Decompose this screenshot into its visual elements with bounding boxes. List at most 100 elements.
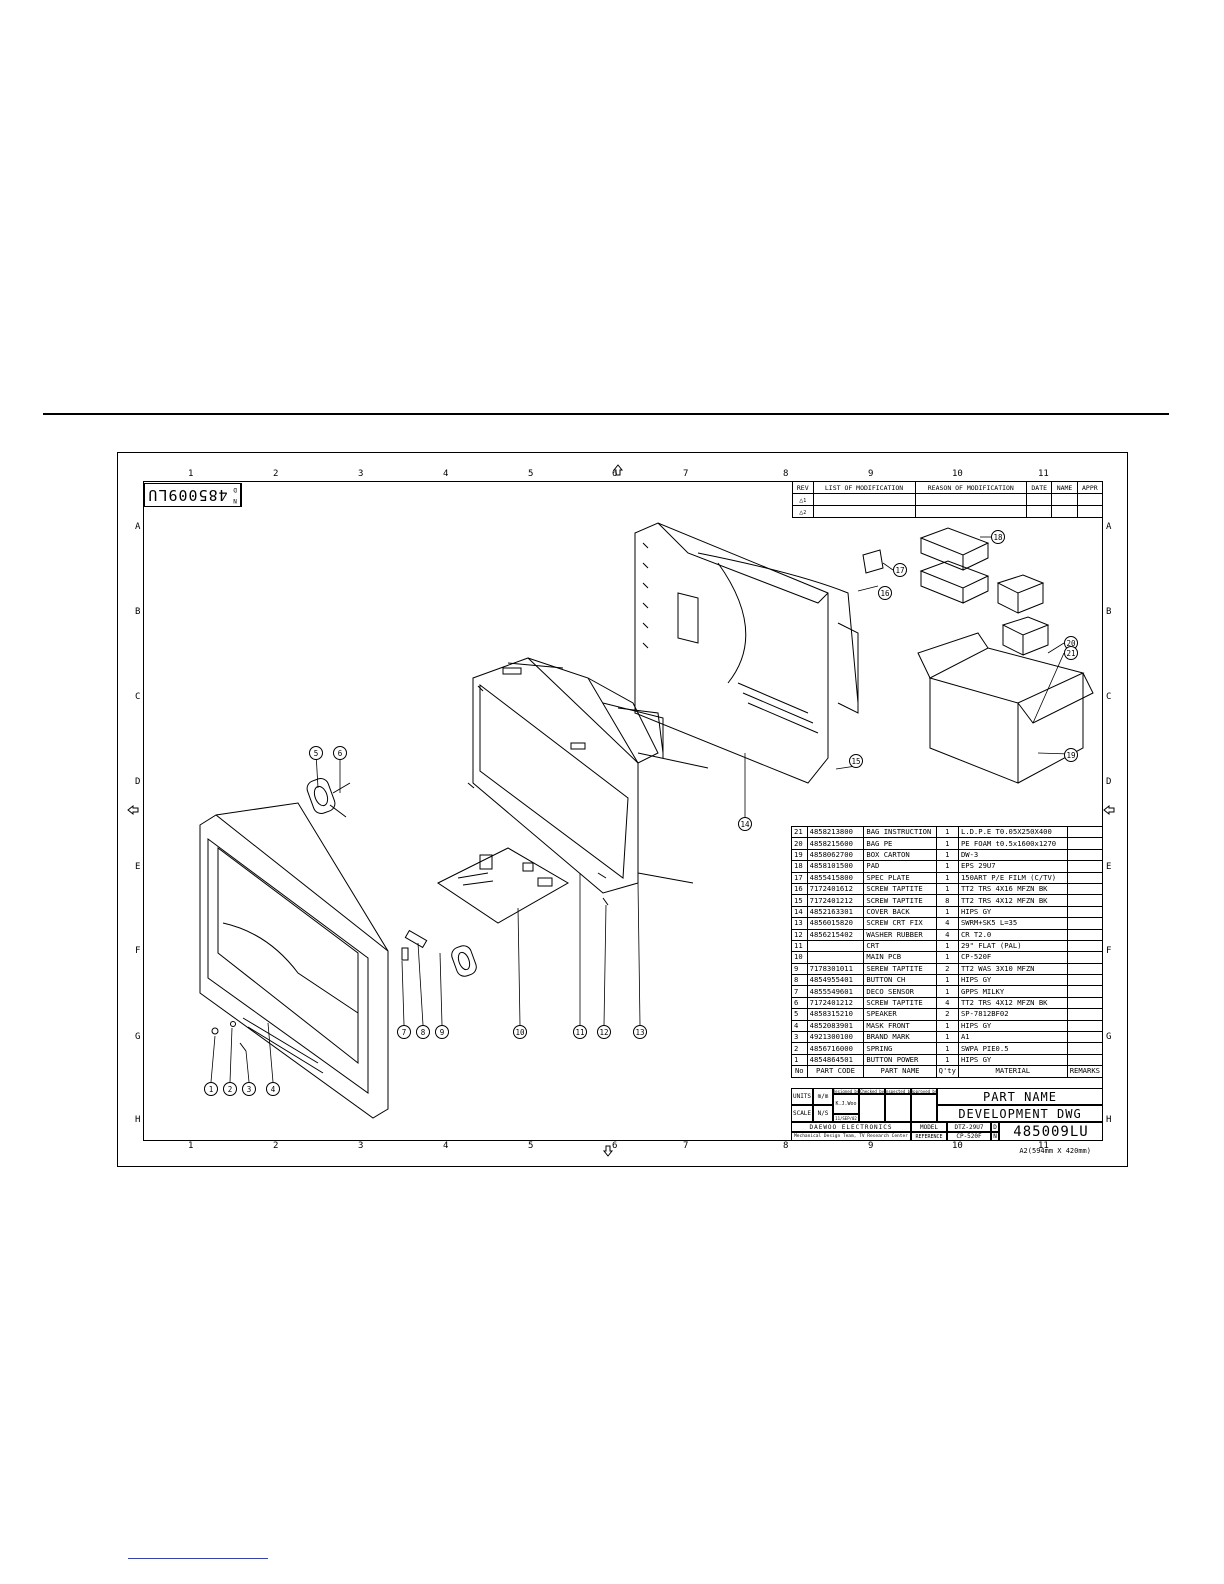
parts-cell: TT2 TRS 4X12 MFZN BK [957,894,1068,907]
row-letter-right: G [1106,1032,1112,1042]
parts-cell: 1 [935,848,959,862]
parts-cell [1066,917,1104,930]
designed-by-label: Designed by [833,1088,859,1094]
parts-cell: BRAND MARK [863,1031,937,1044]
callout-18: 18 [991,530,1005,544]
parts-cell: HIPS GY [957,974,1068,987]
parts-cell: 7172401612 [806,882,865,896]
parts-cell: EPS 29U7 [957,860,1068,873]
approver-cell [911,1094,937,1122]
parts-cell: 4855415800 [806,871,865,884]
revision-header-cell: APPR [1076,481,1104,494]
parts-cell: SCREW TAPTITE [863,882,937,896]
callout-7: 7 [397,1025,411,1039]
parts-cell: 17 [791,871,808,884]
revision-row: △1 [792,493,1104,506]
zone-number-top: 3 [358,469,364,479]
parts-cell: 15 [791,894,808,907]
centering-arrow-top-icon [612,464,624,476]
parts-cell: SEREW TAPTITE [863,962,937,976]
parts-cell: 1 [935,860,959,873]
parts-cell [1066,939,1104,953]
parts-cell: GPPS MILKY [957,985,1068,998]
callout-10: 10 [513,1025,527,1039]
revision-header-cell: LIST OF MODIFICATION [812,481,916,494]
parts-cell: 4858062700 [806,848,865,862]
parts-cell: SCREW TAPTITE [863,996,937,1010]
row-letter-right: A [1106,522,1112,532]
zone-number-bottom: 7 [683,1141,689,1151]
company-name: DAEWOO ELECTRONICS [791,1122,911,1132]
parts-cell: 21 [791,825,808,839]
spec-plate-drawing [862,549,884,574]
parts-header-cell: PART NAME [863,1065,937,1078]
parts-cell: TT2 TRS 4X16 MFZN BK [957,882,1068,896]
parts-cell: SWRM+SK5 L=35 [957,917,1068,930]
callout-2: 2 [223,1082,237,1096]
parts-cell: DW-3 [957,848,1068,862]
callout-8: 8 [416,1025,430,1039]
parts-cell: 7172401212 [806,894,865,907]
footer-link-underline [128,1558,268,1559]
parts-cell: 1 [935,1042,959,1055]
parts-cell: CP-520F [957,951,1068,964]
row-letter-right: B [1106,607,1112,617]
parts-cell [1066,860,1104,873]
zone-number-bottom: 2 [273,1141,279,1151]
parts-cell: 1 [935,837,959,850]
revision-triangle: △1 [792,493,814,506]
revision-row: △2 [792,505,1104,518]
callout-21: 21 [1064,646,1078,660]
callout-16: 16 [878,586,892,600]
parts-cell: 4855549601 [806,985,865,998]
paper-size-note: A2(594mm X 420mm) [1019,1147,1091,1155]
parts-cell: 7172401212 [806,996,865,1010]
parts-cell: SWPA PIE0.5 [957,1042,1068,1055]
parts-cell: 4858101500 [806,860,865,873]
callout-3: 3 [242,1082,256,1096]
callout-6: 6 [333,746,347,760]
parts-cell: 4858315210 [806,1008,865,1021]
parts-header-cell: MATERIAL [957,1065,1068,1078]
parts-cell: 4854864501 [806,1053,865,1067]
parts-cell: 19 [791,848,808,862]
centering-arrow-left-icon [127,804,139,816]
callout-9: 9 [435,1025,449,1039]
reference-value: CP-520F [947,1132,991,1141]
checker-cell [859,1094,885,1122]
parts-cell: MASK FRONT [863,1019,937,1033]
drawing-frame [143,481,1103,1141]
parts-cell: SCREW CRT FIX [863,917,937,930]
zone-number-top: 2 [273,469,279,479]
parts-cell [1066,848,1104,862]
zone-number-bottom: 3 [358,1141,364,1151]
parts-cell: 4 [935,917,959,930]
inspector-cell [885,1094,911,1122]
dn-label-d: D [991,1122,999,1132]
parts-cell [1066,951,1104,964]
parts-header-cell: REMARKS [1066,1065,1104,1078]
exploded-view-artwork [127,464,1115,1157]
parts-cell: 4 [935,996,959,1010]
parts-cell [1066,1031,1104,1044]
parts-cell: 10 [791,951,808,964]
development-dwg-title: DEVELOPMENT DWG [937,1105,1103,1122]
parts-cell: 1 [935,985,959,998]
parts-cell: 6 [791,996,808,1010]
mask-front-drawing [199,802,389,1119]
parts-cell [1066,837,1104,850]
callout-5: 5 [309,746,323,760]
row-letter-right: H [1106,1115,1112,1125]
parts-cell: SPEAKER [863,1008,937,1021]
zone-number-top: 10 [952,469,963,479]
parts-cell: 14 [791,905,808,919]
